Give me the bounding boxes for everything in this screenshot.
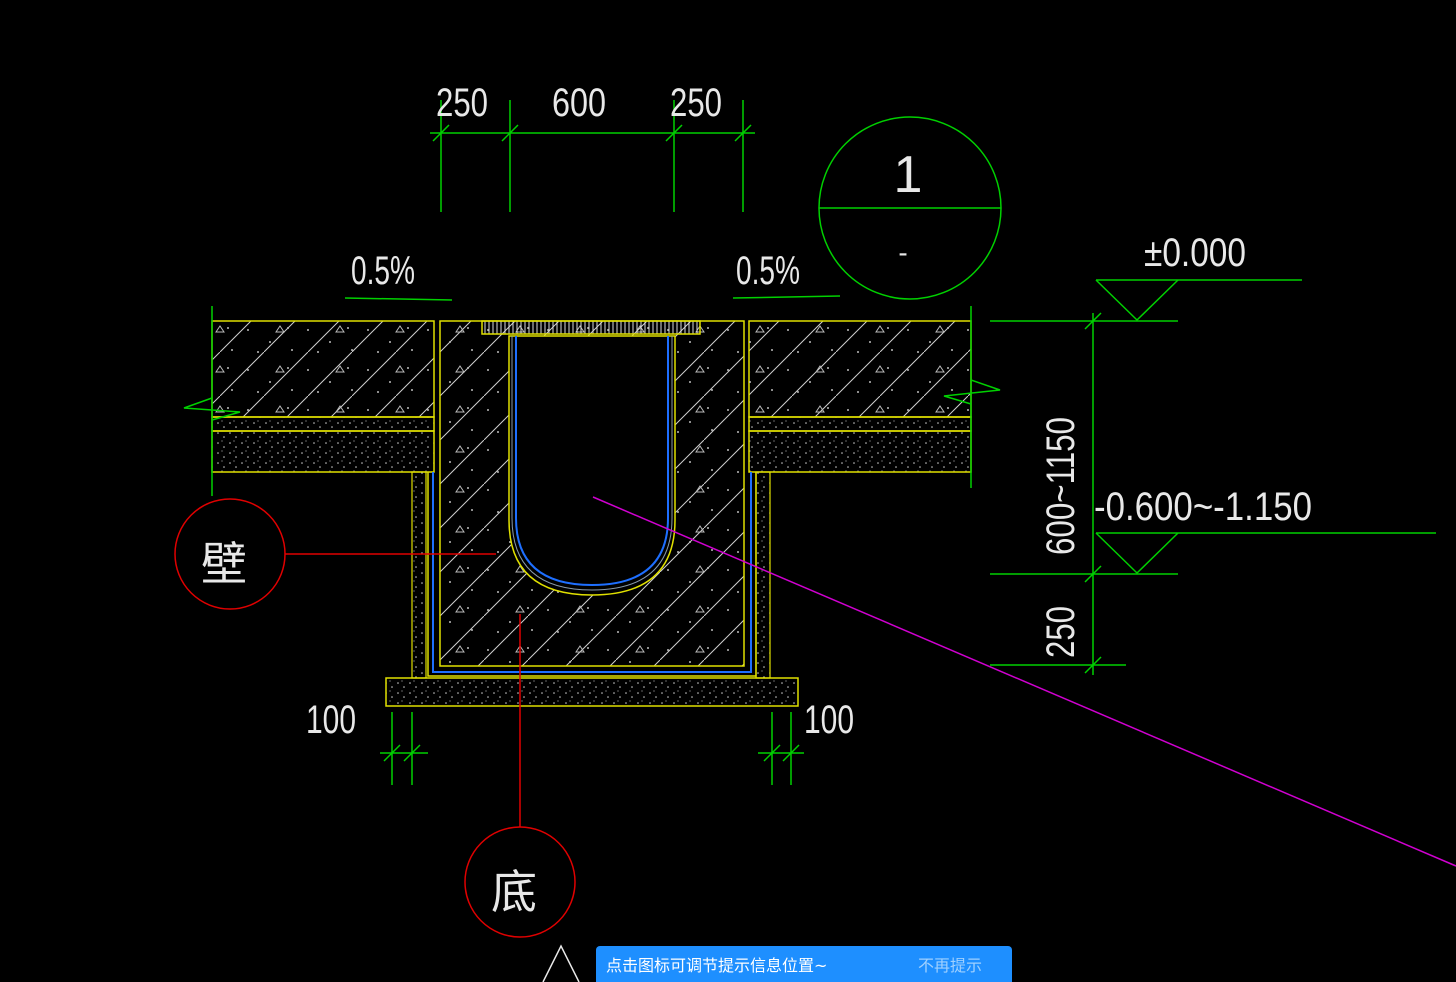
dim-100-right: 100 [804, 698, 854, 742]
slab-left [183, 306, 435, 496]
dim-100-right-marks [758, 712, 804, 785]
section-cut-line [592, 496, 1456, 867]
dim-top-right: 250 [670, 81, 722, 125]
vertical-dimension-chain [1084, 312, 1102, 675]
dim-100-left-marks [380, 712, 428, 785]
cursor-marker-icon [542, 944, 580, 982]
elevation-marker-bottom [990, 532, 1436, 666]
section-symbol[interactable] [818, 116, 1002, 300]
dim-top-left: 250 [436, 81, 488, 125]
section-number: 1 [894, 146, 923, 204]
elevation-marker-top [990, 279, 1302, 322]
slope-left: 0.5% [351, 249, 415, 293]
top-dimension-chain [430, 100, 755, 212]
label-bottom: 底 [491, 865, 537, 919]
tip-message[interactable]: 点击图标可调节提示信息位置~ [606, 956, 828, 975]
dim-base: 250 [1039, 606, 1083, 658]
label-wall: 壁 [201, 537, 247, 591]
section-sheet: - [898, 237, 907, 268]
wall-callout[interactable] [174, 498, 496, 610]
tip-bar[interactable]: 点击图标可调节提示信息位置~ 不再提示 [596, 946, 1012, 982]
dim-100-left: 100 [306, 698, 356, 742]
dim-depth: 600~1150 [1039, 417, 1083, 555]
slab-right [748, 306, 1001, 488]
elevation-bottom: -0.600~-1.150 [1094, 485, 1312, 529]
drain-channel-body [385, 320, 799, 707]
slope-right: 0.5% [736, 249, 800, 293]
elevation-top: ±0.000 [1144, 231, 1246, 275]
bottom-callout[interactable] [464, 614, 576, 938]
dim-top-center: 600 [552, 81, 606, 125]
tip-dismiss-link[interactable]: 不再提示 [917, 956, 982, 975]
